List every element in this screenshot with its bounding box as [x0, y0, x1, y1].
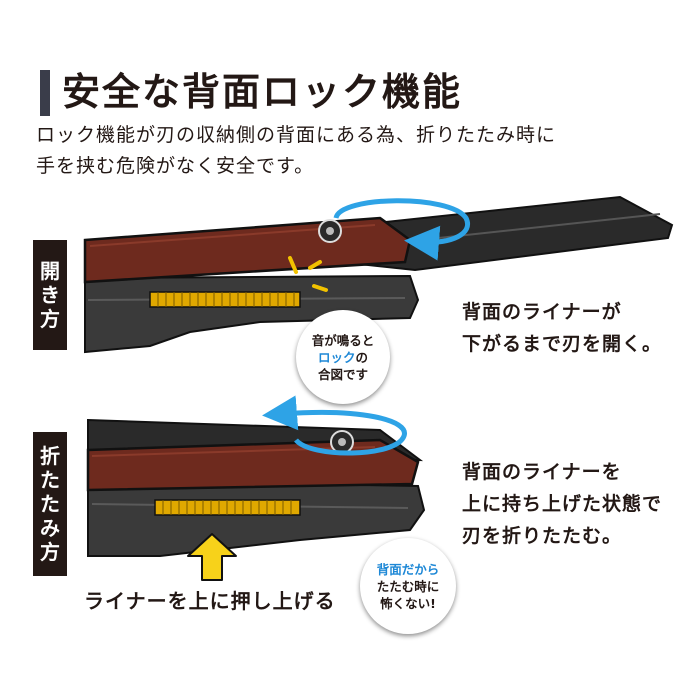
caption-line: 刃を折りたたむ。 [462, 525, 623, 547]
subtitle-line-2: 手を挟む危険がなく安全です。 [36, 155, 315, 177]
folded-rotation-arrow [262, 395, 407, 456]
label-char: 方 [40, 307, 60, 331]
bubble-highlight: 背面だから [376, 561, 440, 577]
bubble-line: たたむ時に [376, 578, 440, 594]
caption-line: 背面のライナーが [462, 301, 622, 323]
folded-handle-frame [87, 478, 426, 557]
bubble-highlight: ロック [317, 349, 356, 365]
section-label-open: 開 き 方 [33, 240, 67, 350]
label-char: た [40, 492, 60, 516]
label-char: み [40, 516, 60, 540]
fold-caption: 背面のライナーを 上に持ち上げた状態で 刃を折りたたむ。 [462, 456, 662, 552]
label-char: た [40, 468, 60, 492]
push-up-arrow [187, 533, 237, 581]
bubble-text: の [355, 349, 369, 365]
subtitle-line-1: ロック機能が刃の収納側の背面にある為、折りたたみ時に [36, 124, 557, 146]
push-up-label: ライナーを上に押し上げる [84, 589, 336, 613]
lock-sound-bubble: 音が鳴ると ロックの 合図です [296, 310, 390, 404]
open-rotation-arrow [333, 198, 471, 261]
label-char: 方 [40, 540, 60, 564]
safe-fold-bubble: 背面だから たたむ時に 怖くない! [360, 538, 456, 634]
caption-line: 下がるまで刃を開く。 [462, 333, 663, 355]
label-char: き [40, 283, 60, 307]
open-wood-scale [83, 216, 412, 284]
bubble-line: ロックの [318, 349, 368, 366]
bubble-line: 音が鳴ると [311, 332, 375, 348]
label-char: 開 [40, 259, 60, 283]
click-sparks [288, 256, 328, 292]
open-caption: 背面のライナーが 下がるまで刃を開く。 [462, 296, 662, 360]
title-accent-bar [40, 70, 50, 116]
caption-line: 上に持ち上げた状態で [462, 493, 663, 515]
subtitle: ロック機能が刃の収納側の背面にある為、折りたたみ時に 手を挟む危険がなく安全です… [36, 120, 676, 182]
bubble-line: 合図です [317, 366, 368, 382]
section-label-fold: 折 た た み 方 [33, 432, 67, 576]
bubble-line: 怖くない! [380, 595, 436, 611]
page-title: 安全な背面ロック機能 [62, 70, 463, 114]
folded-knife [86, 395, 426, 581]
label-char: 折 [40, 444, 60, 468]
caption-line: 背面のライナーを [462, 461, 622, 483]
open-knife [83, 195, 674, 354]
